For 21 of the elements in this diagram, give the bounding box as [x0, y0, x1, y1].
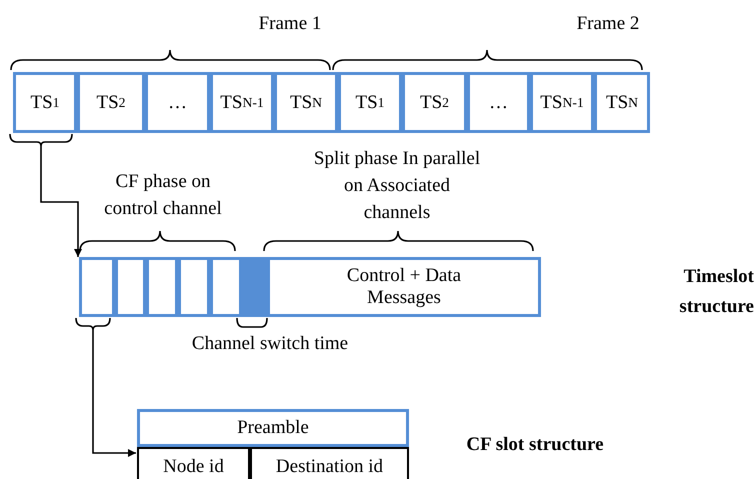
- slot-cell: [79, 257, 115, 317]
- slot-cell: [178, 257, 210, 317]
- brace-label: CF phase on control channel: [103, 170, 223, 221]
- frame-label: Frame 1: [258, 12, 322, 36]
- field-cell: Control + Data Messages: [267, 257, 541, 317]
- field-cell: Destination id: [250, 447, 409, 479]
- structure-label: CF slot structure: [465, 433, 605, 457]
- structure-label: Timeslot structure: [678, 265, 754, 319]
- frame-label: Frame 2: [576, 12, 640, 36]
- arrow: [92, 330, 136, 457]
- brace-label: Channel switch time: [190, 332, 350, 356]
- slot-cell: [210, 257, 242, 317]
- field-cell: Node id: [137, 447, 250, 479]
- timeslot-cell: …: [467, 72, 530, 133]
- slot-cell: [146, 257, 178, 317]
- brace-label: Split phase In parallel on Associated channels: [312, 147, 482, 225]
- slot-cell: [115, 257, 146, 317]
- arrow: [40, 146, 82, 257]
- timeslot-cell: …: [145, 72, 210, 133]
- switch-time-bar: [242, 257, 267, 317]
- field-cell: Preamble: [137, 409, 409, 447]
